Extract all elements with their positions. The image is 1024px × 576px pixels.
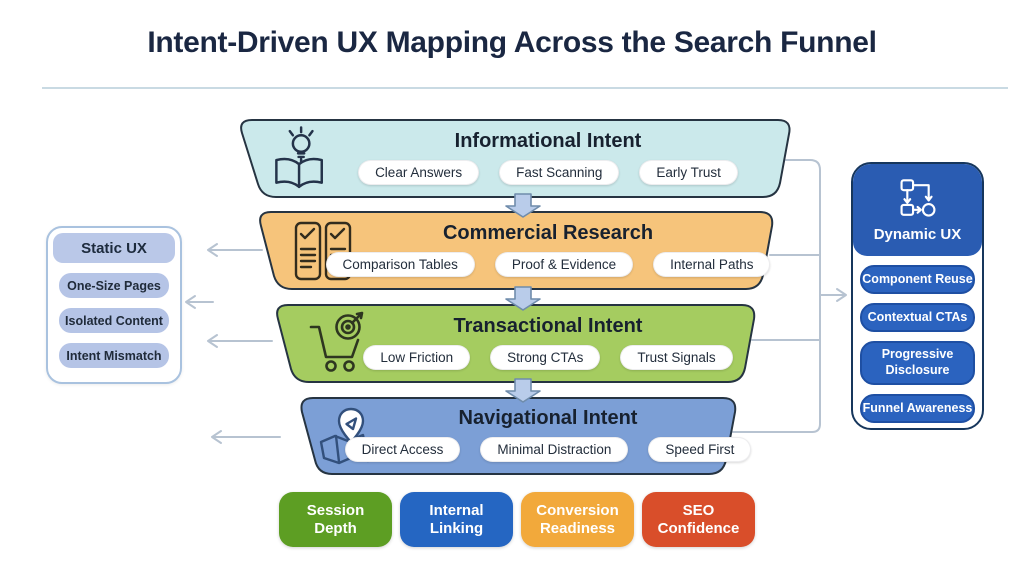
- arrow-to-static-3-icon: [207, 334, 273, 348]
- metric-conversion-readiness: Conversion Readiness: [521, 492, 634, 547]
- arrow-to-static-1-icon: [207, 243, 263, 257]
- static-ux-item: Intent Mismatch: [59, 343, 169, 368]
- stage-pill-row: Direct Access Minimal Distraction Speed …: [344, 437, 752, 462]
- stage-transactional-content: Transactional Intent Low Friction Strong…: [320, 315, 776, 370]
- stage-pill: Minimal Distraction: [480, 437, 629, 462]
- metric-seo-confidence: SEO Confidence: [642, 492, 755, 547]
- stage-pill-row: Comparison Tables Proof & Evidence Inter…: [325, 252, 771, 277]
- stage-navigational-content: Navigational Intent Direct Access Minima…: [320, 407, 776, 462]
- stage-pill: Trust Signals: [620, 345, 733, 370]
- dynamic-ux-title: Dynamic UX: [873, 226, 962, 243]
- metric-label: Internal Linking: [429, 501, 484, 537]
- stage-pill: Clear Answers: [358, 160, 480, 185]
- down-arrow-2-icon: [505, 286, 541, 311]
- metric-session-depth: Session Depth: [279, 492, 392, 547]
- static-ux-panel: Static UX One-Size Pages Isolated Conten…: [46, 226, 182, 384]
- stage-pill: Strong CTAs: [490, 345, 601, 370]
- metrics-row: Session Depth Internal Linking Conversio…: [279, 492, 755, 547]
- static-ux-item: One-Size Pages: [59, 273, 169, 298]
- arrow-to-static-4-icon: [211, 430, 281, 444]
- stage-pill: Speed First: [648, 437, 752, 462]
- stage-pill-row: Low Friction Strong CTAs Trust Signals: [363, 345, 733, 370]
- metric-internal-linking: Internal Linking: [400, 492, 513, 547]
- stage-pill: Low Friction: [363, 345, 471, 370]
- stage-pill: Internal Paths: [653, 252, 771, 277]
- dynamic-ux-header: Dynamic UX: [853, 164, 982, 256]
- down-arrow-3-icon: [505, 378, 541, 403]
- dynamic-ux-panel: Dynamic UX Component Reuse Contextual CT…: [851, 162, 984, 430]
- stage-pill-row: Clear Answers Fast Scanning Early Trust: [358, 160, 738, 185]
- static-ux-title: Static UX: [53, 233, 175, 263]
- stage-title: Navigational Intent: [458, 407, 638, 429]
- dynamic-ux-item: Progressive Disclosure: [860, 341, 975, 385]
- title-divider: [42, 87, 1008, 89]
- stage-pill: Early Trust: [639, 160, 738, 185]
- metric-label: Session Depth: [306, 501, 365, 537]
- page-title: Intent-Driven UX Mapping Across the Sear…: [147, 26, 877, 59]
- arrow-to-static-2-icon: [185, 295, 214, 309]
- stage-informational-content: Informational Intent Clear Answers Fast …: [320, 130, 776, 185]
- down-arrow-1-icon: [505, 193, 541, 218]
- stage-title: Informational Intent: [454, 130, 642, 152]
- stage-pill: Direct Access: [344, 437, 461, 462]
- stage-commercial-content: Commercial Research Comparison Tables Pr…: [320, 222, 776, 277]
- dynamic-ux-item: Funnel Awareness: [860, 394, 975, 423]
- flowchart-icon: [900, 179, 935, 217]
- metric-label: SEO Confidence: [657, 501, 740, 537]
- right-trunk-line: [732, 159, 821, 433]
- dynamic-ux-item: Component Reuse: [860, 265, 975, 294]
- stage-pill: Comparison Tables: [325, 252, 475, 277]
- dynamic-ux-item: Contextual CTAs: [860, 303, 975, 332]
- metric-label: Conversion Readiness: [536, 501, 619, 537]
- static-ux-item: Isolated Content: [59, 308, 169, 333]
- stage-pill: Proof & Evidence: [494, 252, 634, 277]
- arrow-to-dynamic-icon: [819, 288, 847, 302]
- stage-title: Transactional Intent: [453, 315, 643, 337]
- stage-pill: Fast Scanning: [499, 160, 620, 185]
- stage-title: Commercial Research: [442, 222, 654, 244]
